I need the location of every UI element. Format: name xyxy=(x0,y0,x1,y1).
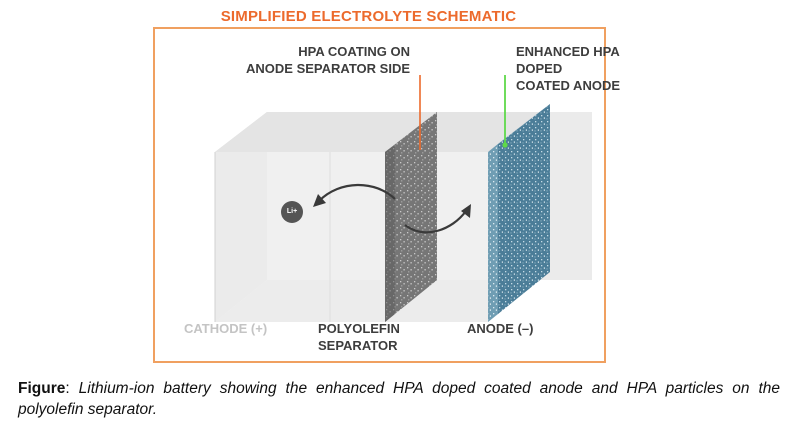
ion-arrow-left xyxy=(318,183,396,202)
ion-arrow-right-head xyxy=(461,204,471,218)
caption-text: Lithium-ion battery showing the enhanced… xyxy=(18,380,780,418)
ion-arrow-right xyxy=(404,210,467,234)
ion-arrow-left-head xyxy=(313,194,326,207)
lithium-ion xyxy=(281,201,303,223)
hpa-coating-label-line2: ANODE SEPARATOR SIDE xyxy=(246,61,410,76)
cell-front-face xyxy=(215,152,488,322)
separator-slab xyxy=(385,112,437,322)
separator-label: POLYOLEFIN SEPARATOR xyxy=(318,320,418,354)
figure-caption: Figure: Lithium-ion battery showing the … xyxy=(18,378,780,420)
cell-top-face xyxy=(215,112,540,152)
enhanced-anode-label: ENHANCED HPA DOPED COATED ANODE xyxy=(516,43,666,94)
anode-label: ANODE (–) xyxy=(467,321,534,336)
enhanced-anode-pointer-dot xyxy=(502,142,508,148)
hpa-coating-label-line1: HPA COATING ON xyxy=(298,44,410,59)
enhanced-anode-label-line2: COATED ANODE xyxy=(516,78,620,93)
caption-lead: Figure xyxy=(18,380,66,397)
anode-front xyxy=(488,144,498,322)
cathode-label: CATHODE (+) xyxy=(184,321,268,336)
separator-label-line1: POLYOLEFIN xyxy=(318,321,400,336)
diagram-title: SIMPLIFIED ELECTROLYTE SCHEMATIC xyxy=(220,8,517,25)
hpa-coating-label: HPA COATING ON ANODE SEPARATOR SIDE xyxy=(200,43,410,77)
anode-top xyxy=(488,104,550,152)
enhanced-anode-label-line1: ENHANCED HPA DOPED xyxy=(516,44,620,76)
lithium-ion-label: Li+ xyxy=(286,208,298,215)
caption-colon: : xyxy=(65,380,70,397)
diagram-frame xyxy=(153,27,606,363)
anode-slab xyxy=(498,104,550,314)
separator-shade xyxy=(385,145,395,322)
separator-label-line2: SEPARATOR xyxy=(318,338,398,353)
